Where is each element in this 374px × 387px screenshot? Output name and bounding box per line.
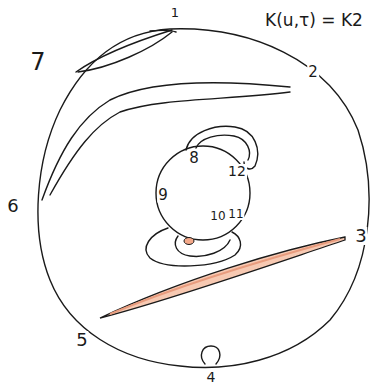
arc — [42, 83, 290, 200]
callout-number: 5 — [75, 331, 88, 349]
callout-number: 4 — [206, 370, 217, 384]
loop — [175, 236, 230, 256]
loop — [201, 346, 219, 364]
formula-label: K(u,τ) = K2 — [264, 12, 364, 29]
shaded-lens-edge — [110, 239, 340, 314]
callout-number: 8 — [188, 151, 200, 166]
loop — [196, 135, 249, 160]
callout-number: 2 — [307, 65, 319, 80]
loop — [186, 126, 258, 169]
loop — [146, 228, 241, 266]
callout-number: 3 — [354, 227, 367, 245]
callout-number: 6 — [6, 197, 19, 215]
callout-number: 1 — [170, 6, 180, 19]
shaded-blob — [184, 238, 194, 245]
callout-number: 11 — [227, 208, 244, 220]
inner-circle — [156, 146, 250, 240]
boundary-circle — [38, 29, 369, 368]
arc — [78, 32, 172, 72]
callout-number: 7 — [29, 50, 46, 74]
callout-number: 10 — [209, 210, 226, 222]
callout-number: 12 — [227, 164, 247, 178]
shaded-lens — [100, 237, 345, 318]
arc — [76, 30, 172, 72]
arc — [50, 92, 290, 195]
callout-number: 9 — [157, 188, 169, 203]
arc — [150, 30, 176, 32]
